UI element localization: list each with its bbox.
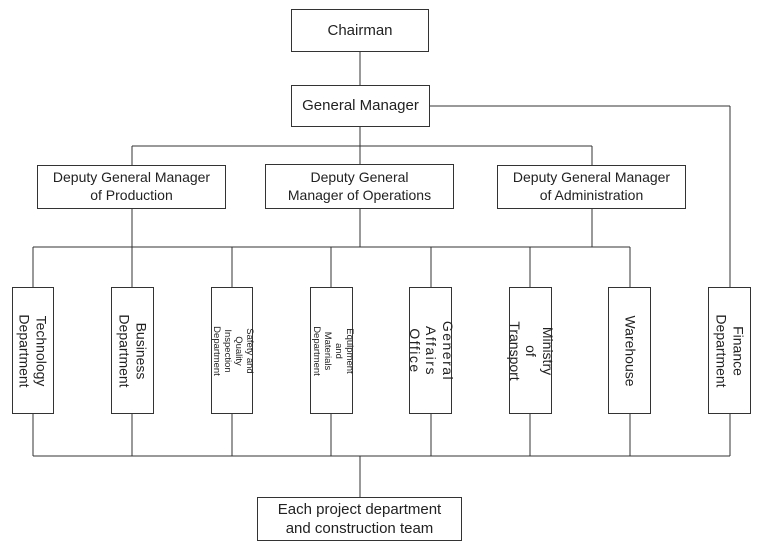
dept-safety-quality-box: Safety and Quality Inspection Department (211, 287, 255, 414)
deputy-production-box: Deputy General Manager of Production (37, 165, 226, 209)
dept-warehouse-label: Warehouse (621, 314, 638, 387)
dept-technology-label: Technology Department (17, 313, 50, 388)
chairman-box: Chairman (291, 9, 429, 52)
chairman-label: Chairman (327, 21, 393, 39)
dept-business-box: Business Department (111, 287, 154, 414)
dept-finance-box: Finance Department (708, 287, 751, 414)
project-teams-label: Each project department and construction… (277, 500, 442, 537)
deputy-production-label: Deputy General Manager of Production (52, 169, 211, 203)
dept-equipment-materials-box: Equipment and Materials Department (310, 287, 355, 414)
deputy-administration-label: Deputy General Manager of Administration (512, 169, 671, 203)
project-teams-box: Each project department and construction… (257, 497, 462, 541)
deputy-operations-box: Deputy General Manager of Operations (265, 164, 454, 209)
dept-equipment-materials-label: Equipment and Materials Department (310, 325, 355, 376)
deputy-operations-label: Deputy General Manager of Operations (287, 168, 432, 203)
dept-business-label: Business Department (116, 313, 150, 388)
dept-general-affairs-label: General Affairs Office (406, 320, 456, 381)
general-manager-label: General Manager (302, 97, 419, 115)
dept-general-affairs-box: General Affairs Office (406, 287, 455, 414)
dept-warehouse-box: Warehouse (608, 287, 651, 414)
dept-safety-quality-label: Safety and Quality Inspection Department (211, 325, 255, 376)
deputy-administration-box: Deputy General Manager of Administration (497, 165, 686, 209)
dept-transport-label: Ministry of Transport (506, 320, 556, 381)
dept-finance-label: Finance Department (713, 313, 747, 388)
dept-transport-box: Ministry of Transport (506, 287, 555, 414)
dept-technology-box: Technology Department (12, 287, 54, 414)
general-manager-box: General Manager (291, 85, 430, 127)
